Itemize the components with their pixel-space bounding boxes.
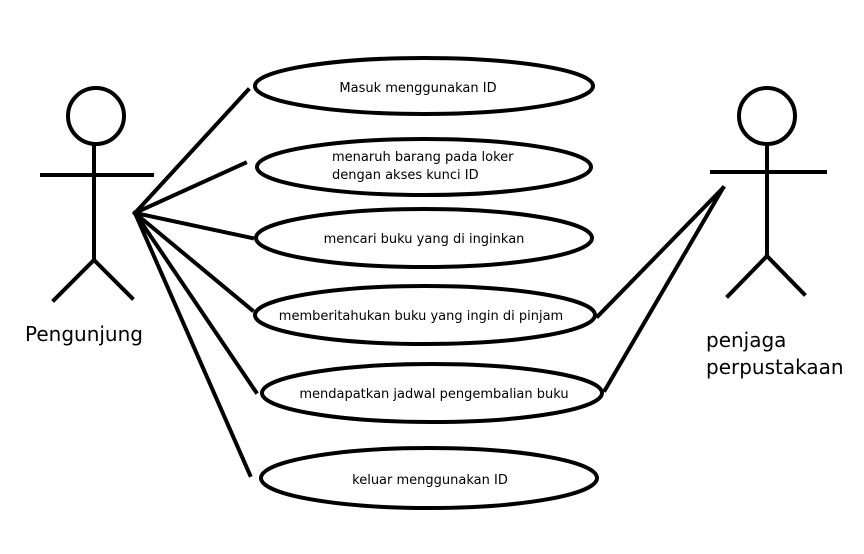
use-case-uc3-label: mencari buku yang di inginkan	[324, 232, 525, 247]
actor-pengunjung-head	[66, 86, 126, 146]
use-case-uc1-label: Masuk menggunakan ID	[339, 81, 496, 96]
association-penjaga-uc4	[595, 185, 726, 319]
actor-penjaga-right-leg	[764, 253, 807, 297]
association-pengunjung-uc4	[132, 210, 255, 313]
actor-penjaga	[710, 86, 827, 299]
actor-pengunjung-right-leg	[91, 257, 135, 301]
use-case-uc6-label: keluar menggunakan ID	[352, 473, 508, 488]
use-case-uc3-ellipse	[254, 207, 594, 269]
actor-pengunjung-left-leg	[51, 257, 97, 303]
actor-pengunjung	[40, 86, 154, 303]
use-case-uc5-ellipse	[260, 362, 604, 424]
use-case-uc2-ellipse	[255, 137, 593, 197]
use-case-uc4-ellipse	[253, 284, 597, 346]
use-case-uc4-label: memberitahukan buku yang ingin di pinjam	[279, 309, 563, 324]
association-pengunjung-uc1	[132, 87, 251, 216]
association-pengunjung-uc6	[132, 210, 253, 478]
actor-pengunjung-label: Pengunjung	[25, 322, 143, 346]
use-case-uc6-ellipse	[259, 446, 599, 510]
association-pengunjung-uc5	[132, 210, 259, 395]
use-case-uc2-label-line1: menaruh barang pada loker	[332, 150, 514, 165]
association-penjaga-uc5	[602, 185, 726, 393]
actor-penjaga-left-leg	[725, 253, 770, 299]
use-case-uc1-ellipse	[253, 56, 595, 116]
association-pengunjung-uc2	[132, 160, 248, 216]
use-case-uc5-label: mendapatkan jadwal pengembalian buku	[299, 387, 568, 402]
actor-penjaga-label-line1: penjaga	[706, 328, 786, 352]
association-pengunjung-uc3	[132, 210, 255, 241]
actor-penjaga-head	[737, 86, 797, 146]
actor-penjaga-label-line2: perpustakaan	[706, 355, 844, 379]
use-case-uc2-label-line2: dengan akses kunci ID	[332, 168, 479, 183]
